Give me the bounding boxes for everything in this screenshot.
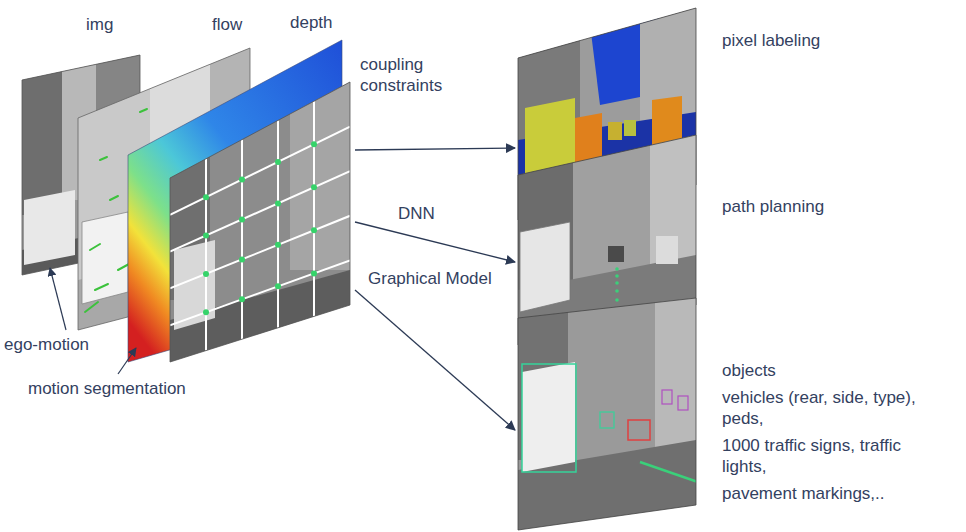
coupling-layer-part-part [170,171,350,251]
coupling-layer-part-part [203,194,209,200]
path-image-part-part [615,289,619,293]
coupling-layer-part [203,141,317,315]
coupling-layer-part-part [311,270,317,276]
annotation-label: ego-motion [4,334,89,355]
coupling-layer-part-part [275,159,281,165]
node-text: objects [722,360,776,381]
leader-line [50,268,66,330]
coupling-layer-part-part [311,184,317,190]
output-panel: path planning [516,190,962,302]
annotation-label: motion segmentation [28,378,186,399]
objects-image-part [510,290,710,532]
output-panel: pixel labeling [516,8,962,185]
segmentation-image-part [608,122,622,140]
coupling-layer-part-part [203,233,209,239]
connector-arrow [355,148,515,150]
layer-outline [170,82,350,362]
coupling-layer-part-part [275,242,281,248]
path-image-part-part [615,267,619,271]
path-image-part-part [615,274,619,278]
coupling-layer-part-part [205,159,207,351]
flow-layer-part [82,212,128,304]
flow-layer-part-part [118,264,129,270]
objects-image-part [640,462,698,482]
coupling-layer-part-part [170,127,350,215]
input-layer-stack: imgflowdepthcoupling constraints [20,10,355,370]
node-text: flow [212,14,242,35]
path-image-part [656,236,678,264]
node-text: path planning [722,196,824,217]
node-text: 1000 traffic signs, traffic lights, [722,435,927,477]
node-text: img [86,14,113,35]
segmentation-image-part [624,120,636,136]
coupling-layer-part-part [170,260,350,325]
coupling-layer-part-part [239,256,245,262]
flow-layer-part-part [90,244,100,250]
connector-arrow [355,222,515,262]
coupling-layer-part [290,70,350,270]
objects-image-part [662,390,672,404]
objects-image-part [522,364,576,472]
coupling-layer-part-part [311,227,317,233]
flow-layer-part-part [85,302,98,312]
coupling-layer-part-part [239,296,245,302]
flow-layer-part-part [95,284,108,290]
leader-line [118,348,136,374]
path-image-part-part [615,281,619,285]
panel-outline [518,298,696,530]
coupling-layer-part-part [203,309,209,315]
coupling-layer-part-part [275,200,281,206]
edge-label: DNN [398,203,435,224]
coupling-layer-part [160,70,360,370]
edge-label: Graphical Model [368,268,492,289]
node-text: depth [290,12,333,33]
objects-image-part [678,396,688,410]
node-text: pavement markings,.. [722,483,927,504]
coupling-layer-part-part [203,271,209,277]
path-image-part-part [615,298,619,302]
objects-image [510,290,710,532]
coupling-layer-part-part [239,177,245,183]
objects-image-part [655,290,696,450]
node-text: coupling constraints [360,54,470,96]
image-layer-part [24,190,75,265]
objects-image-part [522,362,575,472]
flow-layer-part-part [110,196,118,200]
coupling-layer-part-part [311,141,317,147]
path-image-part [608,246,624,262]
coupling-layer-part-part [170,216,350,289]
coupling-layer-part-part [241,140,243,340]
node-text: vehicles (rear, side, type), peds, [722,387,927,429]
objects-image-part [600,412,614,428]
coupling-layer-part-part [239,216,245,222]
connector-arrow [355,290,515,430]
flow-layer-part-part [140,109,147,112]
coupling-layer [160,70,360,370]
coupling-layer-part-part [313,101,315,316]
path-image-part [520,222,570,312]
coupling-layer-part-part [277,120,279,327]
flow-layer-part-part [100,157,107,160]
coupling-layer-part-part [275,283,281,289]
objects-image-part [628,420,650,440]
output-panel: objects vehicles (rear, side, type), peds… [516,305,962,528]
node-text: pixel labeling [722,30,820,51]
